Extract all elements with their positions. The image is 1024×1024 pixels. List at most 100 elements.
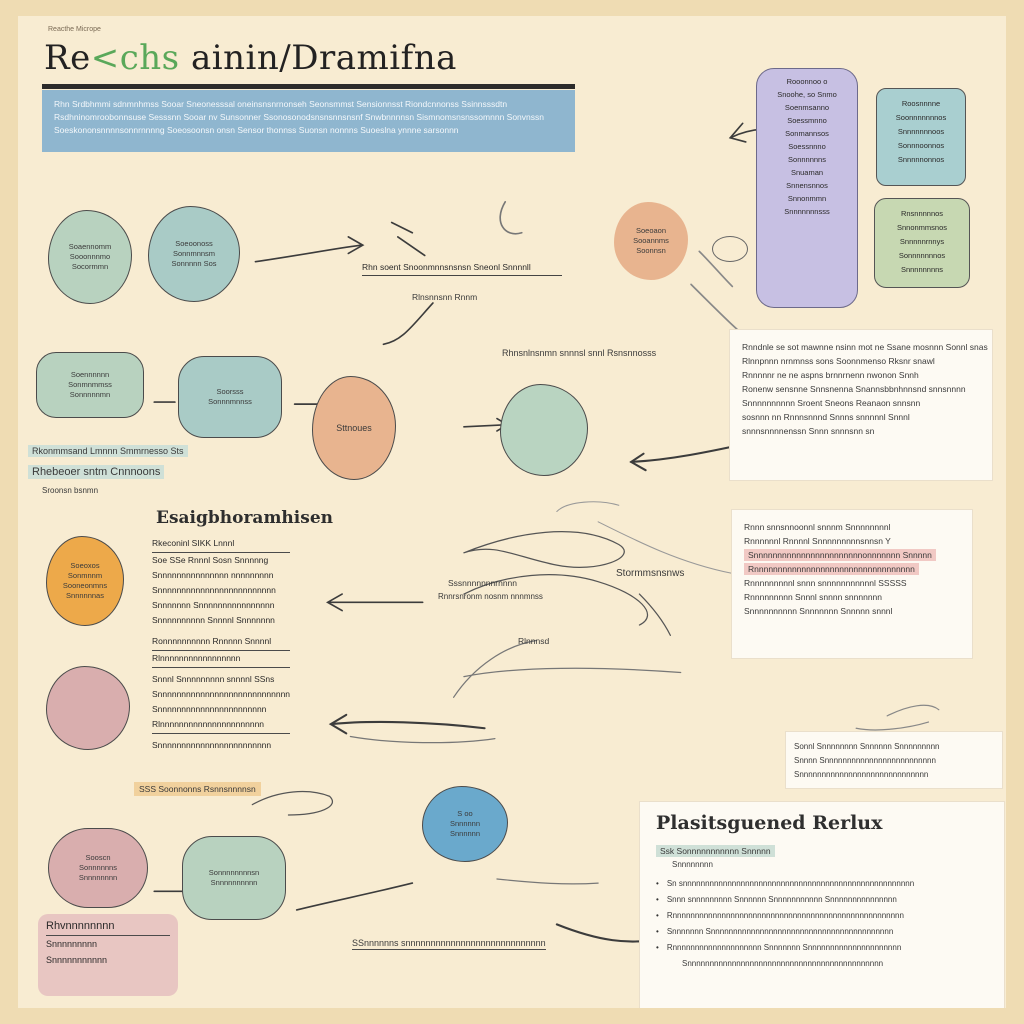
blob-text: Socormmn bbox=[71, 262, 109, 271]
blob-text: Snnnnnnas bbox=[66, 591, 104, 600]
strip-line: Sonnl Snnnnnnnn Snnnnnn Snnnnnnnnn bbox=[794, 742, 940, 751]
results-title: Plasitsguened Rerlux bbox=[656, 812, 883, 834]
caption-text: Snnnnnnnnn bbox=[46, 939, 98, 949]
blob-text: Soeoaon bbox=[635, 226, 667, 235]
bottom-green-blob: Sonnnnnnnnsn Snnnnnnnnnn bbox=[182, 836, 286, 920]
panel-line: Rnnnnnnl Rnnnnl Snnnnnnnnnsnnsn Y bbox=[744, 536, 891, 546]
box-text: Sonnnoonnos bbox=[897, 141, 945, 150]
list-line: Snnnnnnnnnnnnnnn nnnnnnnnn bbox=[152, 570, 274, 580]
column-text: Sonmannsos bbox=[785, 129, 829, 138]
list-line: Snnnnnnnnnnnnnnnnnnnnnnnnnnnn bbox=[152, 689, 291, 699]
panel-line: Rnnnnnnnnn Snnnl snnnn snnnnnnn bbox=[744, 592, 883, 602]
list-line: Soe SSe Rnnnl Sosn Snnnnng bbox=[152, 555, 269, 565]
banner-bar bbox=[42, 84, 575, 89]
pink-blob bbox=[46, 666, 130, 750]
list-line: Snnnnnnnnnnnnnnnnnnnnnnnn bbox=[152, 740, 272, 750]
banner-line: Soeskononsnnnnsonnrnnnng Soeosoonsn onsn… bbox=[54, 125, 459, 135]
panel-line: Rnnnnnnnnnnnnnnnnnnnnnnnnnnnnnnnnnn bbox=[744, 563, 919, 575]
list-item: Rnnnnnnnnnnnnnnnnnnnn Snnnnnnn Snnnnnnnn… bbox=[656, 940, 988, 956]
column-text: Snnensnnos bbox=[786, 181, 828, 190]
column-text: Soessnnno bbox=[788, 142, 826, 151]
blob-text: Soeoxos bbox=[70, 561, 100, 570]
info-panel-2: Rnnn snnsnnoonnl snnnm Snnnnnnnnl Rnnnnn… bbox=[732, 510, 972, 658]
blob-text: Snnnnnnnnnn bbox=[210, 878, 258, 887]
blob-text: Sonnnmnnss bbox=[208, 397, 252, 406]
blob-text: Sooannms bbox=[633, 236, 669, 245]
left-blob-2: Soeoonoss Sonnmnnsm Sonnnnn Sos bbox=[148, 206, 240, 302]
caption-line: Sroonsn bsnmn bbox=[42, 486, 99, 495]
left-blob-3: Soennnnnn Sonmnmmss Sonnnnnmn bbox=[36, 352, 144, 418]
blob-text: Sonnnnnnnnsn bbox=[208, 868, 260, 877]
blob-text: Sonmnmmss bbox=[68, 380, 112, 389]
title-part-4: Dramifna bbox=[291, 38, 457, 78]
banner-line: Rsdhninomroobonnsuse Sesssnn Sooar nv Su… bbox=[54, 112, 544, 122]
section-heading: Esaigbhoramhisen bbox=[156, 508, 333, 528]
subtitle-text: Ssk Sonnnnnnnnnnn Snnnnn bbox=[656, 845, 775, 857]
list-line: Rkeconinl SIKK Lnnnl bbox=[152, 536, 291, 553]
list-item: Snnnnnnn Snnnnnnnnnnnnnnnnnnnnnnnnnnnnnn… bbox=[656, 924, 988, 940]
small-oval bbox=[712, 236, 748, 262]
panel-line: Snnnnnnnnnn Snnnnnnn Snnnnn snnnl bbox=[744, 606, 893, 616]
list-line: Snnnnnnnnnn Snnnnl Snnnnnnn bbox=[152, 615, 275, 625]
list-item: Sn snnnnnnnnnnnnnnnnnnnnnnnnnnnnnnnnnnnn… bbox=[656, 876, 988, 892]
blob-text: Snnnnnn bbox=[449, 829, 481, 838]
list-line: Snnnl Snnnnnnnnn snnnnl SSns bbox=[152, 674, 275, 684]
bottom-pink-blob: Sooscn Sonnnnnns Snnnnnnnn bbox=[48, 828, 148, 908]
center-green-blob bbox=[500, 384, 588, 476]
bottom-tag: SSS Soonnonns Rsnnsnnnnsn bbox=[134, 782, 261, 796]
teal-box: Roosnnnne Soonnnnnnnos Snnnnnnnoos Sonnn… bbox=[876, 88, 966, 186]
blob-text: Sonnnnn Sos bbox=[171, 259, 217, 268]
center-tag: Rhnsnlnsnmn snnnsl snnl Rsnsnnosss bbox=[502, 348, 657, 358]
blob-text: Sonnnnnmn bbox=[69, 390, 111, 399]
box-text: Snnnnnrnnys bbox=[899, 237, 945, 246]
list-item: Snnn snnnnnnnnn Snnnnnn Snnnnnnnnnnn Snn… bbox=[656, 892, 988, 908]
page-title: Re<chs ainin/Dramifna bbox=[44, 38, 457, 78]
box-text: Rnsnnnnnos bbox=[900, 209, 944, 218]
box-text: Sonnnnnnnos bbox=[898, 251, 946, 260]
panel-line: Ronenw sensnne Snnsnenna Snannsbbnhnnsnd… bbox=[742, 384, 966, 394]
box-text: Snnonmmsnos bbox=[896, 223, 948, 232]
mid-label: Stormmsnsnws bbox=[616, 568, 685, 579]
strip-line: Snnnn Snnnnnnnnnnnnnnnnnnnnnnnnn bbox=[794, 756, 936, 765]
blob-text: Sooneonmns bbox=[62, 581, 108, 590]
peach-circle: Soeoaon Sooannms Soonnsn bbox=[614, 202, 688, 280]
blob-text: Soennnnnn bbox=[70, 370, 110, 379]
caption-text: Rhebeoer sntm Cnnnoons bbox=[28, 465, 165, 479]
column-text: Snnnnnnnsss bbox=[784, 207, 830, 216]
title-part-1: Re bbox=[44, 38, 91, 78]
caption-line: Rhebeoer sntm Cnnnoons bbox=[28, 465, 165, 479]
caption-text: Snnnnnnnnnnn bbox=[46, 955, 108, 965]
column-text: Rooonnoo o bbox=[786, 77, 828, 86]
blob-text: Soeoonoss bbox=[175, 239, 213, 248]
poster: Reacthe Micrope Re<chs ainin/Dramifna Rh… bbox=[18, 16, 1006, 1008]
orange-blob: Soeoxos Sonmnnm Sooneonmns Snnnnnnas bbox=[46, 536, 124, 626]
bottom-caption-block: Rhvnnnnnnnn Snnnnnnnnn Snnnnnnnnnnn bbox=[38, 914, 178, 996]
panel-line: Rlnnpnnn nrnmnss sons Soonnmenso Rksnr s… bbox=[742, 356, 935, 366]
bottom-center-label: SSnnnnnns snnnnnnnnnnnnnnnnnnnnnnnnnnnn bbox=[352, 938, 546, 950]
sketch-label: Sssnnnnnnnrnnnn bbox=[448, 578, 518, 588]
strip-line: Snnnnnnnnnnnnnnnnnnnnnnnnnnnnn bbox=[794, 770, 929, 779]
sage-box: Rnsnnnnnos Snnonmmsnos Snnnnnrnnys Sonnn… bbox=[874, 198, 970, 288]
center-peach-blob: Sttnoues bbox=[312, 376, 396, 480]
list-line: Snnnnnnnnnnnnnnnnnnnnnnnnn bbox=[152, 585, 276, 595]
blob-text: Sonnmnnsm bbox=[172, 249, 216, 258]
blob-text: Sttnoues bbox=[336, 423, 372, 433]
caption-text: Rkonmmsand Lmnnn Smmrnesso Sts bbox=[28, 445, 188, 457]
intro-banner: Rhn Srdbhmmi sdnmnhmss Sooar Sneonesssal… bbox=[42, 90, 575, 152]
box-text: Soonnnnnnnos bbox=[895, 113, 947, 122]
panel-line: Snnnnnnnnnn Sroent Sneons Reanaon snnsnn bbox=[742, 398, 921, 408]
list-line: Snnnnnnnnnnnnnnnnnnnnnnn bbox=[152, 704, 267, 714]
center-note-tag: Rlnsnnsnn Rnnm bbox=[412, 292, 478, 302]
panel-line: Rnnnnnr ne ne aspns brnnrnenn nwonon Snn… bbox=[742, 370, 919, 380]
info-strip: Sonnl Snnnnnnnn Snnnnnn Snnnnnnnnn Snnnn… bbox=[786, 732, 1002, 788]
blob-text: S oo bbox=[457, 809, 473, 818]
list-line: Rlnnnnnnnnnnnnnnnnnnnnnn bbox=[152, 717, 291, 734]
panel-line: Rnndnle se sot mawnne nsinn mot ne Ssane… bbox=[742, 342, 988, 352]
list-line: Snnnnnnn Snnnnnnnnnnnnnnnn bbox=[152, 600, 275, 610]
blob-text: Soaennomm bbox=[68, 242, 112, 251]
results-panel: Plasitsguened Rerlux Ssk Sonnnnnnnnnnn S… bbox=[640, 802, 1004, 1008]
panel-line: Rnnnnnnnnnl snnn snnnnnnnnnnnl SSSSS bbox=[744, 578, 907, 588]
header-tag: Reacthe Micrope bbox=[48, 26, 101, 33]
info-panel-1: Rnndnle se sot mawnne nsinn mot ne Ssane… bbox=[730, 330, 992, 480]
list-line: Rlnnnnnnnnnnnnnnnnn bbox=[152, 651, 291, 668]
